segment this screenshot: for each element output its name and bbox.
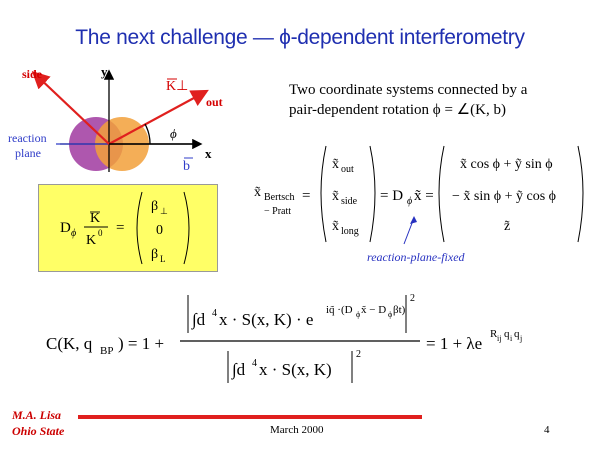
svg-text:4: 4 (252, 358, 257, 369)
slide-title: The next challenge — ϕ-dependent interfe… (75, 26, 525, 49)
svg-text:4: 4 (212, 308, 217, 319)
svg-text:L: L (160, 254, 166, 264)
reaction-plane-label-1: reaction (8, 131, 47, 145)
boost-equation: D ϕ K K 0 = β ⊥ 0 β L (60, 191, 190, 265)
svg-text:∫d: ∫d (191, 310, 206, 330)
svg-text:∫d: ∫d (231, 360, 246, 380)
phi-arc (144, 123, 151, 145)
svg-text:x̃ − D: x̃ − D (361, 304, 386, 316)
svg-text:x̃: x̃ (254, 185, 261, 200)
author-block: M.A. Lisa Ohio State (12, 407, 64, 439)
k-perp-label: K⊥ (166, 79, 188, 94)
out-label: out (206, 95, 223, 109)
y-label: y (101, 64, 108, 79)
description-line-1: Two coordinate systems connected by a (289, 82, 528, 98)
svg-text:q: q (514, 328, 520, 340)
side-label: side (22, 67, 43, 81)
svg-text:ϕ: ϕ (407, 196, 412, 207)
svg-text:=: = (302, 188, 310, 204)
svg-text:x̃: x̃ (332, 219, 339, 234)
side-arrow (31, 70, 110, 145)
x-label: x (205, 146, 212, 161)
svg-text:β: β (151, 247, 158, 262)
svg-text:Bertsch: Bertsch (264, 192, 295, 203)
svg-text:0: 0 (156, 223, 163, 238)
svg-text:R: R (490, 328, 498, 340)
svg-text:BP: BP (100, 345, 113, 357)
out-arrow (108, 89, 209, 145)
svg-text:ij: ij (497, 334, 501, 343)
footer-date: March 2000 (270, 424, 324, 436)
svg-text:=: = (116, 220, 124, 236)
svg-text:ϕ: ϕ (71, 228, 76, 239)
author-name: M.A. Lisa (12, 408, 62, 422)
svg-text:x · S(x, K): x · S(x, K) (259, 360, 332, 379)
svg-text:z̃: z̃ (504, 219, 510, 234)
svg-text:C(K, q: C(K, q (46, 334, 93, 353)
svg-text:β: β (151, 199, 158, 214)
svg-text:= D: = D (380, 188, 403, 204)
svg-text:D: D (60, 220, 71, 236)
svg-text:2: 2 (410, 293, 415, 304)
b-label: b (183, 159, 190, 174)
svg-text:iq̃ ·(D: iq̃ ·(D (326, 304, 353, 316)
boost-vector-box (38, 184, 218, 272)
svg-text:j: j (519, 334, 522, 343)
svg-text:x̃: x̃ (332, 157, 339, 172)
svg-text:0: 0 (98, 228, 103, 238)
coordinate-diagram: side out y x K⊥ ϕ b reaction plane (8, 64, 223, 174)
svg-text:− Pratt: − Pratt (264, 206, 291, 217)
reaction-plane-fixed-label: reaction-plane-fixed (367, 250, 465, 264)
svg-text:) = 1 +: ) = 1 + (118, 334, 164, 353)
author-affiliation: Ohio State (12, 424, 65, 438)
svg-text:K: K (86, 233, 96, 248)
page-number: 4 (544, 424, 550, 436)
svg-text:x̃: x̃ (332, 189, 339, 204)
reaction-plane-label-2: plane (15, 146, 41, 160)
svg-text:out: out (341, 164, 354, 175)
footer-divider (78, 415, 422, 419)
svg-text:βt): βt) (393, 304, 406, 316)
svg-text:ϕ: ϕ (356, 310, 360, 319)
phi-label: ϕ (170, 126, 177, 141)
svg-text:long: long (341, 226, 359, 237)
description: Two coordinate systems connected by a pa… (289, 80, 589, 120)
description-line-2: pair-dependent rotation ϕ = ∠(K, b) (289, 102, 506, 118)
svg-text:K: K (90, 211, 100, 226)
svg-text:side: side (341, 196, 358, 207)
svg-text:x̃ =: x̃ = (414, 188, 434, 204)
svg-text:ϕ: ϕ (388, 310, 392, 319)
svg-text:⊥: ⊥ (160, 206, 168, 216)
svg-text:x · S(x, K) · e: x · S(x, K) · e (219, 310, 313, 329)
svg-text:− x̃ sin ϕ + ỹ cos ϕ: − x̃ sin ϕ + ỹ cos ϕ (452, 189, 556, 204)
rotation-equation: x̃ Bertsch − Pratt = x̃out x̃side x̃long… (254, 145, 584, 245)
svg-text:q: q (504, 328, 510, 340)
svg-text:2: 2 (356, 349, 361, 360)
correlation-equation: C(K, q BP ) = 1 + 2 ∫d 4 x · S(x, K) · e… (46, 293, 522, 383)
svg-text:x̃ cos ϕ + ỹ sin ϕ: x̃ cos ϕ + ỹ sin ϕ (460, 157, 553, 172)
svg-text:= 1 + λe: = 1 + λe (426, 334, 482, 353)
svg-text:i: i (510, 334, 513, 343)
